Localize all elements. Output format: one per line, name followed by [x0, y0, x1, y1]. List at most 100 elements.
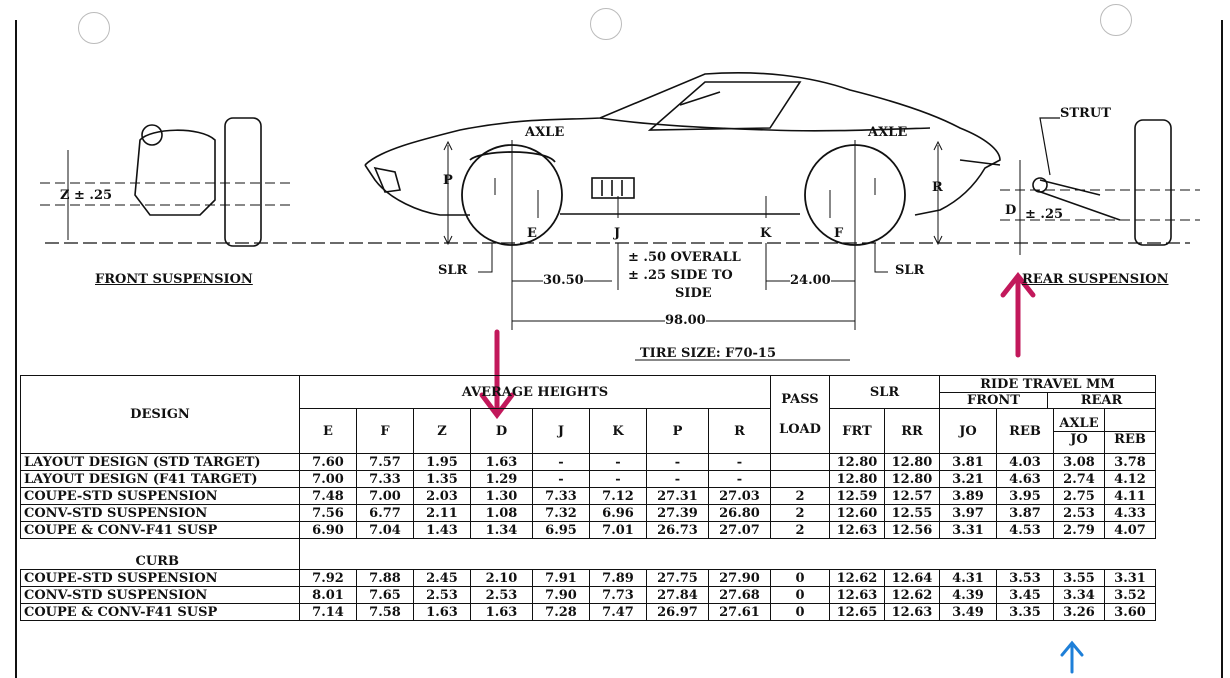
table-cell: 4.53: [996, 521, 1054, 539]
table-cell: 26.80: [708, 504, 771, 522]
table-cell: -: [646, 453, 709, 471]
table-cell: 3.26: [1053, 603, 1105, 621]
table-cell: 7.57: [356, 453, 414, 471]
table-cell: 4.63: [996, 470, 1054, 488]
table-cell: 4.31: [939, 569, 997, 587]
table-cell: 26.97: [646, 603, 709, 621]
table-cell: 3.31: [939, 521, 997, 539]
table-cell: 7.48: [299, 487, 357, 505]
table-cell: -: [532, 453, 590, 471]
table-cell: 12.80: [884, 470, 940, 488]
col-e: E: [299, 408, 357, 454]
table-cell: 7.91: [532, 569, 590, 587]
col-f: F: [356, 408, 414, 454]
header-slr: SLR: [829, 375, 940, 409]
table-cell: 7.33: [532, 487, 590, 505]
table-cell: 27.84: [646, 586, 709, 604]
overall-tolerance-line3: SIDE: [675, 286, 712, 301]
dim-r-label: R: [932, 180, 943, 195]
table-cell: 7.88: [356, 569, 414, 587]
d-letter-label: D: [1005, 203, 1017, 218]
table-cell: 7.73: [589, 586, 647, 604]
table-cell: -: [708, 453, 771, 471]
col-rear-jo: AXLE JO: [1053, 408, 1105, 454]
table-cell: 1.29: [470, 470, 533, 488]
table-cell: 12.80: [884, 453, 940, 471]
table-cell: 27.68: [708, 586, 771, 604]
table-cell: 7.58: [356, 603, 414, 621]
table-cell: 4.07: [1104, 521, 1156, 539]
table-cell: 6.90: [299, 521, 357, 539]
row-model-name: COUPE & CONV-F41 SUSP: [20, 603, 300, 621]
curb-header-row: CURB: [20, 538, 1156, 570]
table-cell: 7.33: [356, 470, 414, 488]
table-cell: 0: [770, 569, 830, 587]
overall-tolerance-line2: ± .25 SIDE TO: [628, 268, 733, 283]
table-cell: 7.92: [299, 569, 357, 587]
table-cell: 7.56: [299, 504, 357, 522]
header-design: DESIGN: [20, 375, 300, 454]
table-cell: 1.08: [470, 504, 533, 522]
slr-right-label: SLR: [895, 263, 925, 278]
table-cell: 27.07: [708, 521, 771, 539]
curb-label: CURB: [20, 538, 300, 570]
table-cell: 27.90: [708, 569, 771, 587]
table-cell: 3.95: [996, 487, 1054, 505]
front-suspension-sketch: [40, 117, 290, 247]
table-cell: 27.75: [646, 569, 709, 587]
dim-f-label: F: [834, 226, 844, 241]
col-front-reb: REB: [996, 408, 1054, 454]
table-cell: 2.45: [413, 569, 471, 587]
slr-left-label: SLR: [438, 263, 468, 278]
row-model-name: CONV-STD SUSPENSION: [20, 504, 300, 522]
col-slr-frt: FRT: [829, 408, 885, 454]
dim-front-overhang: 30.50: [543, 273, 584, 288]
table-cell: 7.28: [532, 603, 590, 621]
table-cell: 2.53: [413, 586, 471, 604]
table-cell: 12.63: [884, 603, 940, 621]
table-cell: 7.89: [589, 569, 647, 587]
row-model-name: LAYOUT DESIGN (F41 TARGET): [20, 470, 300, 488]
table-cell: -: [646, 470, 709, 488]
table-cell: 4.33: [1104, 504, 1156, 522]
col-d: D: [470, 408, 533, 454]
table-cell: 26.73: [646, 521, 709, 539]
col-k: K: [589, 408, 647, 454]
table-cell: 6.95: [532, 521, 590, 539]
dim-e-label: E: [527, 226, 537, 241]
col-rear-reb: REB: [1104, 408, 1156, 454]
table-cell: 7.01: [589, 521, 647, 539]
pink-arrow-up: [1000, 271, 1036, 358]
table-cell: 3.45: [996, 586, 1054, 604]
col-j: J: [532, 408, 590, 454]
table-cell: 4.39: [939, 586, 997, 604]
table-cell: 12.64: [884, 569, 940, 587]
table-cell: 12.56: [884, 521, 940, 539]
table-cell: 1.63: [470, 453, 533, 471]
table-cell: 2.53: [1053, 504, 1105, 522]
table-cell: 3.60: [1104, 603, 1156, 621]
table-cell: 3.97: [939, 504, 997, 522]
table-cell: 7.47: [589, 603, 647, 621]
row-model-name: COUPE & CONV-F41 SUSP: [20, 521, 300, 539]
row-model-name: COUPE-STD SUSPENSION: [20, 569, 300, 587]
table-cell: 4.11: [1104, 487, 1156, 505]
table-cell: -: [532, 470, 590, 488]
punch-hole-right: [1100, 4, 1132, 36]
car-silhouette: [364, 72, 1001, 216]
punch-hole-center: [590, 8, 622, 40]
axle-rear-label: AXLE: [868, 125, 908, 140]
col-slr-rr: RR: [884, 408, 940, 454]
table-cell: 12.55: [884, 504, 940, 522]
overall-tolerance-line1: ± .50 OVERALL: [628, 250, 741, 265]
table-cell: 1.35: [413, 470, 471, 488]
z-tolerance-label: Z ± .25: [60, 188, 113, 203]
rear-suspension-sketch: [1000, 117, 1200, 255]
table-cell: 3.89: [939, 487, 997, 505]
table-cell: 12.60: [829, 504, 885, 522]
